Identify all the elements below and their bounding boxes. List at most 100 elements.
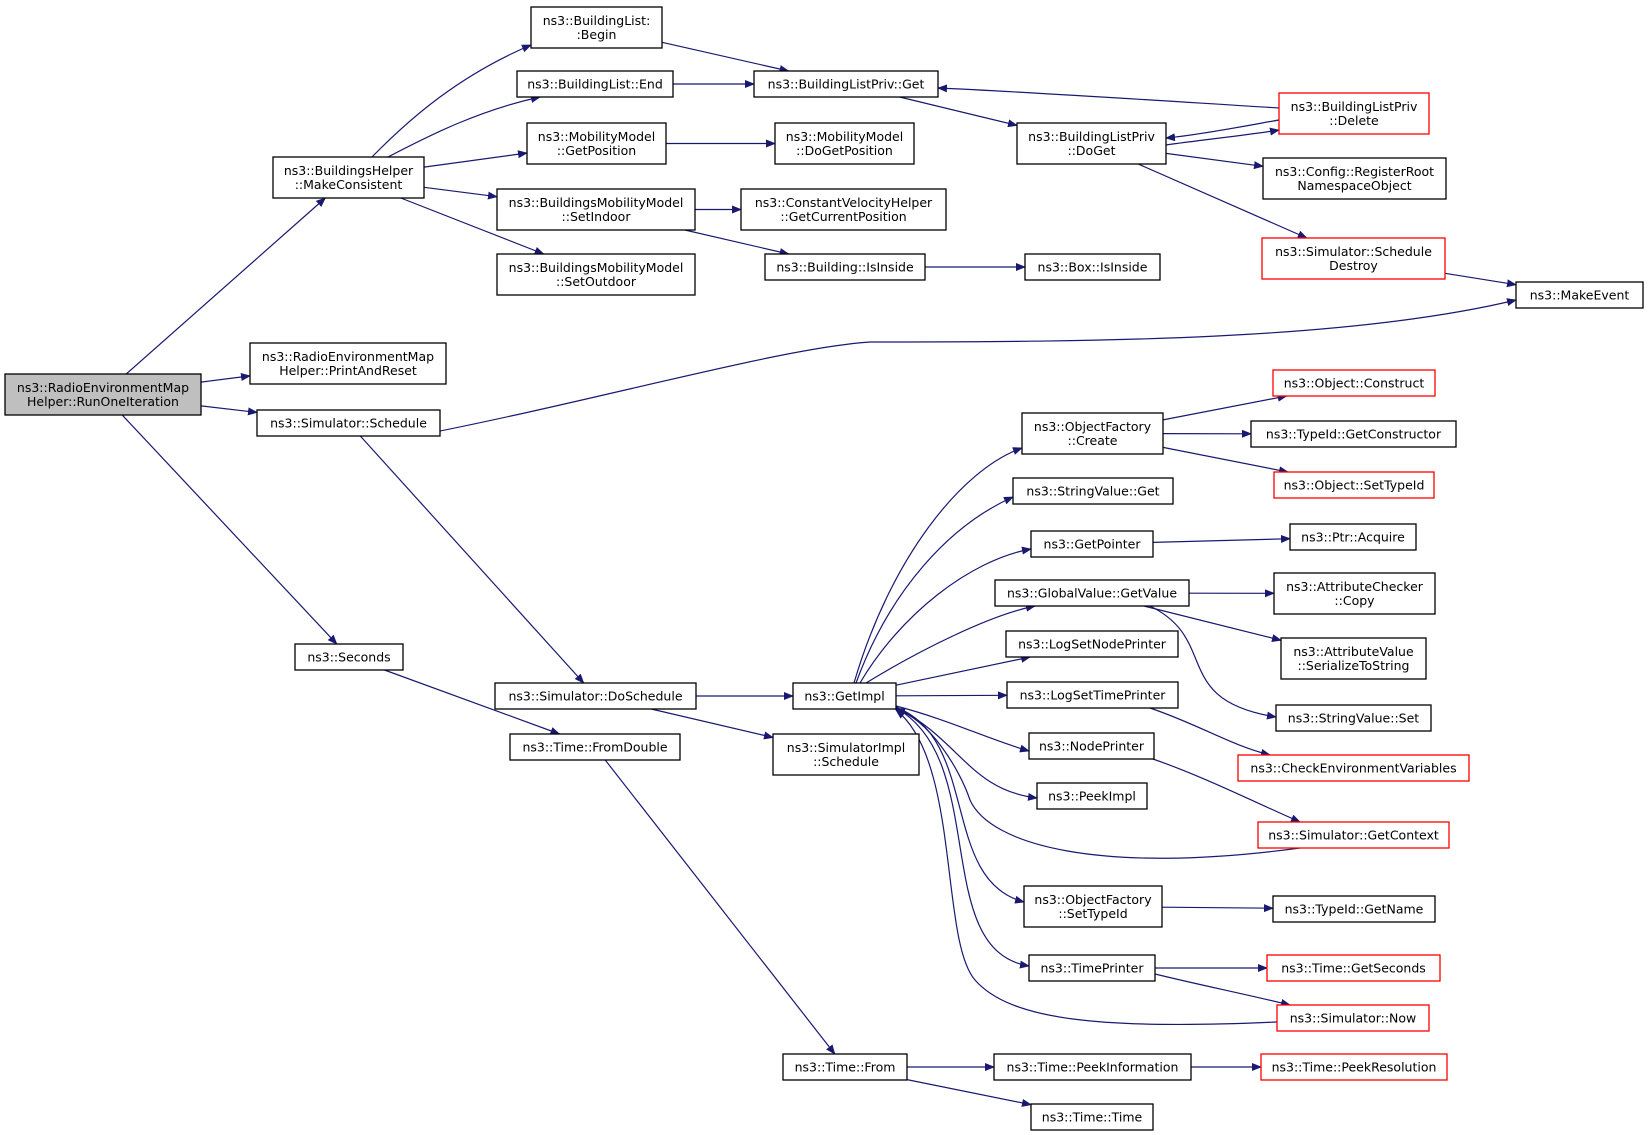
node-box [774, 122, 915, 165]
node-ofsti[interactable]: ns3::ObjectFactory::SetTypeId [1023, 885, 1163, 928]
edge-blpdoget-to-crno [1165, 152, 1264, 170]
edge-secs-to-tfd [384, 669, 561, 735]
node-dosched[interactable]: ns3::Simulator::DoSchedule [494, 682, 697, 710]
node-cvh[interactable]: ns3::ConstantVelocityHelper::GetCurrentP… [740, 188, 947, 231]
node-box [740, 188, 947, 231]
edge-getimpl-to-lstp [895, 691, 1008, 700]
node-lsnp[interactable]: ns3::LogSetNodePrinter [1005, 630, 1179, 658]
node-blpdoget[interactable]: ns3::BuildingListPriv::DoGet [1016, 122, 1167, 165]
node-label: ns3::Time::PeekInformation [1007, 1060, 1179, 1075]
node-accopy[interactable]: ns3::AttributeChecker::Copy [1273, 572, 1436, 615]
node-box [772, 733, 920, 776]
node-label: ns3::Box::IsInside [1038, 260, 1148, 275]
node-label: ns3::TimePrinter [1041, 961, 1145, 976]
node-root[interactable]: ns3::RadioEnvironmentMapHelper::RunOneIt… [4, 373, 202, 416]
node-box [1266, 954, 1441, 982]
edge-snow-to-getimpl [895, 709, 1278, 1026]
edge-getimpl-to-ofcreate [853, 447, 1023, 684]
node-tpr[interactable]: ns3::Time::PeekResolution [1260, 1053, 1448, 1081]
node-ttime[interactable]: ns3::Time::Time [1030, 1103, 1154, 1131]
edge-tfrom-to-ttime [906, 1079, 1032, 1107]
node-ofcreate[interactable]: ns3::ObjectFactory::Create [1021, 412, 1164, 455]
edge-getimpl-to-svget [855, 496, 1014, 684]
node-label: ns3::BuildingList: [543, 13, 651, 28]
node-nodep[interactable]: ns3::NodePrinter [1028, 732, 1155, 760]
node-makeevent[interactable]: ns3::MakeEvent [1515, 281, 1644, 309]
edge-blpdoget-to-blpdel [1165, 127, 1280, 146]
node-label: ns3::AttributeValue [1293, 644, 1414, 659]
node-blend[interactable]: ns3::BuildingList::End [516, 70, 674, 98]
node-tpi[interactable]: ns3::Time::PeekInformation [993, 1053, 1192, 1081]
node-label: ns3::StringValue::Get [1026, 484, 1159, 499]
edge-gvgv-to-avsts [1143, 605, 1282, 642]
node-par[interactable]: ns3::RadioEnvironmentMapHelper::PrintAnd… [249, 342, 447, 385]
node-label: ns3::BuildingListPriv::Get [768, 77, 925, 92]
node-label: ns3::PeekImpl [1048, 789, 1136, 804]
edge-ofsti-to-tign [1161, 904, 1274, 913]
node-mmdgp[interactable]: ns3::MobilityModel::DoGetPosition [774, 122, 915, 165]
node-svset[interactable]: ns3::StringValue::Set [1275, 704, 1432, 732]
node-bmmsi[interactable]: ns3::BuildingsMobilityModel::SetIndoor [496, 188, 696, 231]
node-blbegin[interactable]: ns3::BuildingList::Begin [530, 6, 663, 49]
node-label: ns3::Simulator::Now [1290, 1011, 1417, 1026]
node-label: ::SetTypeId [1058, 906, 1127, 921]
node-label: ns3::LogSetTimePrinter [1020, 688, 1167, 703]
node-gvgv[interactable]: ns3::GlobalValue::GetValue [994, 579, 1190, 607]
node-label: ns3::Time::GetSeconds [1281, 961, 1426, 976]
node-sisched[interactable]: ns3::SimulatorImpl::Schedule [772, 733, 920, 776]
node-box [249, 342, 447, 385]
node-label: ns3::NodePrinter [1039, 739, 1145, 754]
node-objcons[interactable]: ns3::Object::Construct [1272, 369, 1436, 397]
node-bii[interactable]: ns3::Building::IsInside [764, 253, 926, 281]
node-sgc[interactable]: ns3::Simulator::GetContext [1257, 821, 1450, 849]
edge-getimpl-to-getptr [859, 546, 1032, 684]
node-peekimpl[interactable]: ns3::PeekImpl [1036, 782, 1148, 810]
node-label: ::DoGetPosition [796, 143, 893, 158]
node-box [1250, 420, 1457, 448]
node-label: ns3::AttributeChecker [1286, 579, 1424, 594]
edge-getimpl-to-nodep [895, 705, 1030, 753]
node-tfrom[interactable]: ns3::Time::From [782, 1053, 908, 1081]
node-label: ::MakeConsistent [295, 177, 403, 192]
node-svget[interactable]: ns3::StringValue::Get [1012, 477, 1174, 505]
node-secs[interactable]: ns3::Seconds [294, 643, 404, 671]
node-label: ns3::TypeId::GetName [1285, 902, 1424, 917]
node-box [516, 70, 674, 98]
node-getimpl[interactable]: ns3::GetImpl [792, 682, 897, 710]
node-label: ns3::CheckEnvironmentVariables [1250, 761, 1456, 776]
node-blpdel[interactable]: ns3::BuildingListPriv::Delete [1278, 92, 1430, 135]
node-snow[interactable]: ns3::Simulator::Now [1276, 1004, 1430, 1032]
node-mc[interactable]: ns3::BuildingsHelper::MakeConsistent [272, 156, 425, 199]
node-tgs[interactable]: ns3::Time::GetSeconds [1266, 954, 1441, 982]
node-avsts[interactable]: ns3::AttributeValue::SerializeToString [1280, 637, 1427, 680]
node-objsti[interactable]: ns3::Object::SetTypeId [1273, 471, 1435, 499]
node-label: ns3::MobilityModel [538, 129, 655, 144]
node-label: ::GetCurrentPosition [780, 209, 906, 224]
node-timep[interactable]: ns3::TimePrinter [1028, 954, 1156, 982]
node-box [1261, 237, 1446, 280]
node-box [993, 1053, 1192, 1081]
node-blpget[interactable]: ns3::BuildingListPriv::Get [753, 70, 939, 98]
node-bmmso[interactable]: ns3::BuildingsMobilityModel::SetOutdoor [496, 253, 696, 296]
node-tfd[interactable]: ns3::Time::FromDouble [509, 733, 681, 761]
node-label: ns3::BuildingsHelper [284, 163, 414, 178]
node-cev[interactable]: ns3::CheckEnvironmentVariables [1237, 754, 1470, 782]
node-ptracq[interactable]: ns3::Ptr::Acquire [1289, 523, 1417, 551]
node-lstp[interactable]: ns3::LogSetTimePrinter [1006, 681, 1179, 709]
node-label: ns3::Time::PeekResolution [1272, 1060, 1437, 1075]
edge-tfd-to-tfrom [604, 759, 836, 1055]
node-box [1021, 412, 1164, 455]
node-getptr[interactable]: ns3::GetPointer [1030, 530, 1154, 558]
node-tigc[interactable]: ns3::TypeId::GetConstructor [1250, 420, 1457, 448]
node-tign[interactable]: ns3::TypeId::GetName [1272, 895, 1436, 923]
node-label: ::GetPosition [557, 143, 636, 158]
node-box [1023, 885, 1163, 928]
node-box [1273, 471, 1435, 499]
edge-getimpl-to-timep [895, 707, 1030, 969]
node-sched[interactable]: ns3::Simulator::Schedule [256, 409, 441, 437]
node-mmgp[interactable]: ns3::MobilityModel::GetPosition [526, 122, 667, 165]
edge-ofcreate-to-objsti [1162, 446, 1289, 475]
node-boxii[interactable]: ns3::Box::IsInside [1024, 253, 1161, 281]
